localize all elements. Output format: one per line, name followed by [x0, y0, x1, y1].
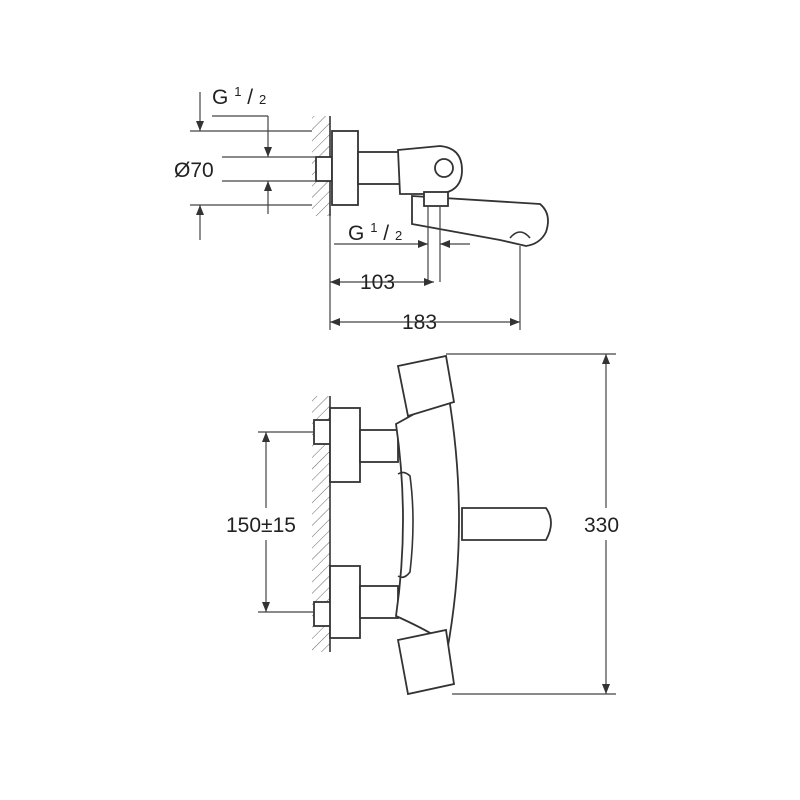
arrow-g-bottom — [264, 181, 272, 191]
handle-bottom — [396, 628, 456, 696]
arrow-height-top — [602, 354, 610, 364]
front-view: 150±15 330 — [226, 353, 619, 696]
label-103: 103 — [360, 271, 395, 294]
escutcheon-top — [331, 130, 359, 206]
spout-tube — [461, 507, 552, 541]
arrow-d70-top — [196, 121, 204, 131]
label-spacing: 150±15 — [226, 514, 296, 537]
connector-nipple-top — [315, 156, 333, 182]
arrow-183-right — [510, 318, 520, 326]
escutcheon-lower — [329, 565, 361, 639]
arrow-spacing-top — [262, 432, 270, 442]
arrow-103-left — [330, 278, 340, 286]
arrow-height-bottom — [602, 684, 610, 694]
arrow-103-right — [424, 278, 434, 286]
label-diameter: Ø70 — [174, 159, 214, 182]
label-g-thread-spout: G 1 / 2 — [348, 214, 402, 245]
diverter-stem — [423, 191, 449, 207]
wall-hatch-front — [312, 396, 330, 652]
arrow-spacing-bottom — [262, 602, 270, 612]
arrow-g-top — [264, 147, 272, 157]
arrow-spout-g-right — [440, 240, 450, 248]
arrow-spout-g-left — [418, 240, 428, 248]
label-g-thread-top: G 1 / 2 — [212, 78, 266, 109]
mixer-body — [395, 390, 460, 649]
side-view: G 1 / 2 Ø70 G 1 / 2 103 183 — [174, 78, 549, 334]
handle-knob — [434, 158, 454, 178]
spout-outlet — [509, 231, 531, 239]
arrow-183-left — [330, 318, 340, 326]
arm-lower — [359, 585, 399, 619]
arm-upper — [359, 429, 399, 463]
body-inner-curve — [397, 471, 414, 579]
escutcheon-upper — [329, 407, 361, 483]
label-height: 330 — [584, 514, 619, 537]
label-183: 183 — [402, 311, 437, 334]
handle-top — [396, 354, 456, 418]
arrow-d70-bottom — [196, 205, 204, 215]
body-tube — [357, 151, 401, 185]
